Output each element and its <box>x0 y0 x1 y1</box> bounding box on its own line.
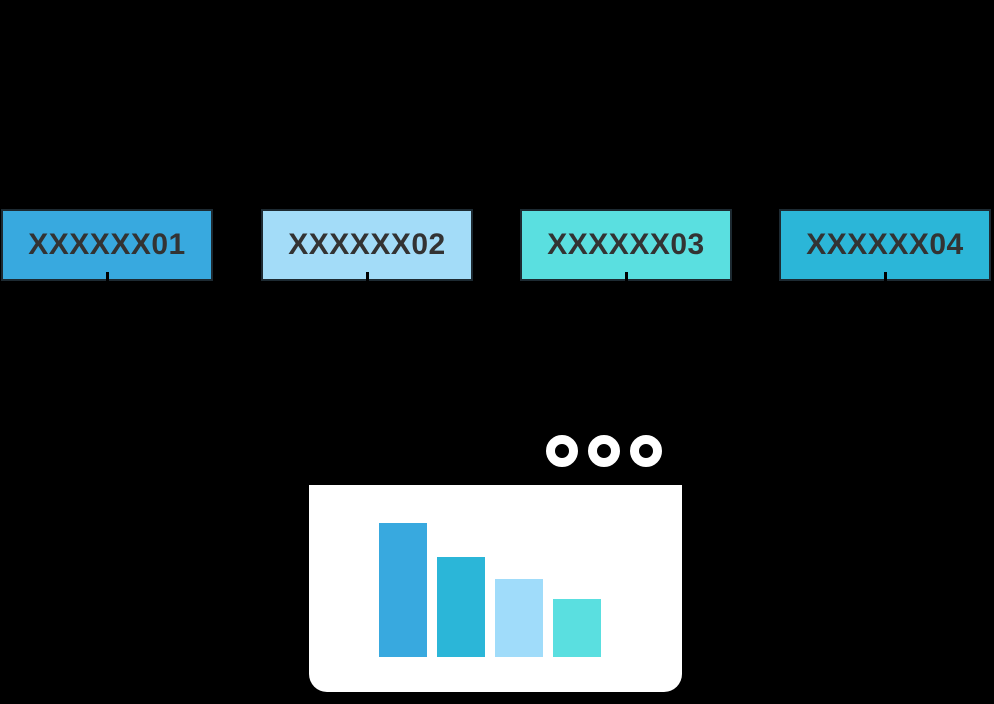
connector-stub <box>625 272 628 286</box>
node-label-04: XXXXXX04 <box>806 228 964 261</box>
connector-stub <box>884 272 887 286</box>
node-label-01: XXXXXX01 <box>28 228 186 261</box>
bar-chart-icon-bar-1 <box>379 523 427 657</box>
bar-chart-icon-bar-4 <box>553 599 601 657</box>
node-label-02: XXXXXX02 <box>288 228 446 261</box>
browser-window-card <box>309 485 682 692</box>
window-dot-icon <box>588 435 620 467</box>
node-label-03: XXXXXX03 <box>547 228 705 261</box>
connector-stub <box>366 272 369 286</box>
bar-chart-icon-bar-2 <box>437 557 485 657</box>
bar-chart-icon-bar-3 <box>495 579 543 657</box>
node-box-04: XXXXXX04 <box>779 209 991 281</box>
bar-chart-icon <box>309 485 682 692</box>
node-box-03: XXXXXX03 <box>520 209 732 281</box>
window-dot-icon <box>546 435 578 467</box>
node-box-02: XXXXXX02 <box>261 209 473 281</box>
node-box-01: XXXXXX01 <box>1 209 213 281</box>
window-dot-icon <box>630 435 662 467</box>
connector-stub <box>106 272 109 286</box>
